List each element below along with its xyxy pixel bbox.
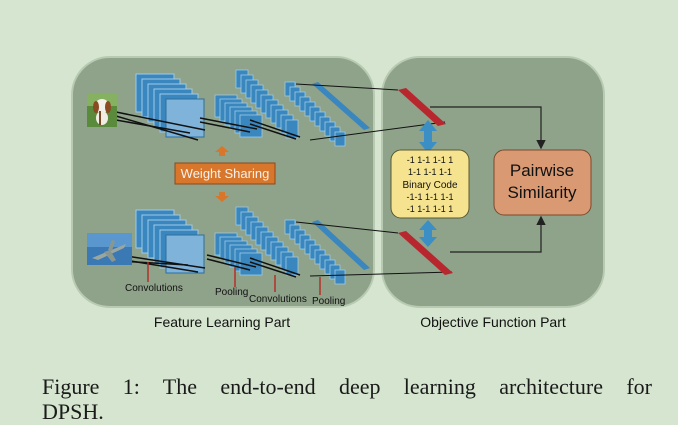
fc-top [312, 82, 370, 130]
objective-function-label: Objective Function Part [420, 314, 566, 330]
pairwise-line-1: Pairwise [510, 161, 574, 180]
similarity-arrows [430, 106, 546, 253]
weight-sharing-box [174, 162, 276, 185]
binary-row-4: -1 1-1 1-1 1 [407, 204, 454, 214]
label-pooling-2: Pooling [312, 296, 345, 307]
pool2-bottom-slice [334, 269, 346, 285]
double-arrow-bottom [419, 220, 437, 247]
dog-image [87, 94, 117, 127]
up-arrow [215, 146, 229, 156]
airplane-image [87, 233, 132, 265]
conv1-top-front [165, 98, 205, 138]
binary-row-1: -1 1-1 1-1 1 [407, 155, 454, 165]
down-arrow [215, 192, 229, 202]
binary-row-2: 1-1 1-1 1-1 [408, 167, 452, 177]
fc-bottom [312, 220, 370, 270]
pairwise-similarity-box [493, 149, 592, 216]
weight-sharing-label: Weight Sharing [181, 166, 270, 181]
label-convolutions-2: Convolutions [249, 294, 307, 305]
hash-connectors [295, 83, 453, 277]
pool2-top-slice [334, 131, 346, 147]
binary-code-title: Binary Code [402, 180, 457, 191]
image-connectors [99, 111, 301, 278]
double-arrow-top [419, 120, 437, 153]
network-layers [135, 69, 370, 285]
pairwise-line-2: Similarity [508, 183, 577, 202]
hash-bar-bottom [398, 231, 453, 275]
figure-caption: Figure 1: The end-to-end deep learning a… [42, 374, 652, 399]
architecture-diagram: Weight Sharing Convolutions Pooling Conv… [71, 56, 605, 330]
layer-ticks [147, 262, 321, 295]
figure-caption-continued: DPSH. [42, 399, 104, 424]
label-convolutions-1: Convolutions [125, 283, 183, 294]
hash-bar-top [398, 88, 446, 126]
label-pooling-1: Pooling [215, 287, 248, 298]
binary-row-3: -1-1 1-1 1-1 [406, 192, 453, 202]
binary-code-box [390, 149, 470, 219]
feature-learning-label: Feature Learning Part [154, 314, 290, 330]
